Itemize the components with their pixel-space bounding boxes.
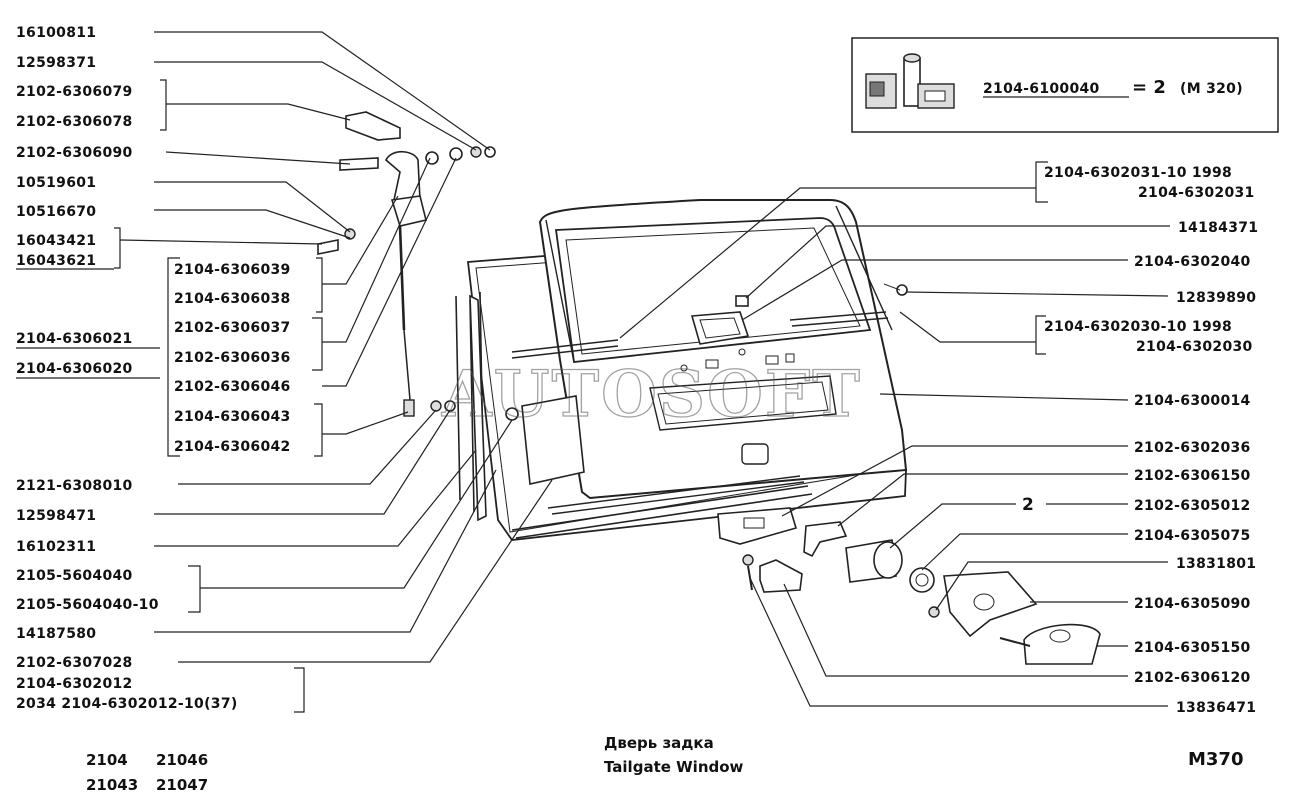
left-labels: 16100811 12598371 2102-6306079 2102-6306… xyxy=(16,25,291,712)
title-russian: Дверь задка xyxy=(604,734,714,752)
part-label-2104-6302040: 2104-6302040 xyxy=(1134,254,1251,270)
watermark: AUTOSOFT xyxy=(441,357,862,432)
part-label-2102-6306046: 2102-6306046 xyxy=(174,379,291,395)
sheet-number: M370 xyxy=(1188,749,1244,770)
title-english: Tailgate Window xyxy=(604,758,744,776)
part-label-2104-6306042: 2104-6306042 xyxy=(174,439,291,455)
part-label-2102-6306079: 2102-6306079 xyxy=(16,84,133,100)
part-label-2121-6308010: 2121-6308010 xyxy=(16,478,133,494)
right-labels: 2104-6302031-10 1998 2104-6302031 141843… xyxy=(1022,165,1258,716)
part-label-2102-6306090: 2102-6306090 xyxy=(16,145,133,161)
part-label-2102-6306036: 2102-6306036 xyxy=(174,350,291,366)
part-label-14184371: 14184371 xyxy=(1178,220,1258,236)
kit-parts-illustration xyxy=(865,53,955,109)
model-21047: 21047 xyxy=(156,776,208,794)
part-label-2102-6305012: 2102-6305012 xyxy=(1134,498,1251,514)
part-label-2104-6305090: 2104-6305090 xyxy=(1134,596,1251,612)
leader-lines xyxy=(119,31,1170,707)
part-label-2104-6306020: 2104-6306020 xyxy=(16,361,133,377)
part-label-16100811: 16100811 xyxy=(16,25,96,41)
footer: 2104 21046 21043 21047 Дверь задка Tailg… xyxy=(86,734,1244,794)
part-label-16102311: 16102311 xyxy=(16,539,96,555)
part-label-2102-6306120: 2102-6306120 xyxy=(1134,670,1251,686)
model-21046: 21046 xyxy=(156,751,208,769)
kit-box: 2104-6100040 = 2 (M 320) xyxy=(851,37,1279,133)
part-label-2104-6305075: 2104-6305075 xyxy=(1134,528,1251,544)
part-label-2102-6302036: 2102-6302036 xyxy=(1134,440,1251,456)
part-label-2102-6306078: 2102-6306078 xyxy=(16,114,133,130)
part-label-2034-2104-6302012-10: 2034 2104-6302012-10(37) xyxy=(16,696,238,712)
part-label-2104-6300014: 2104-6300014 xyxy=(1134,393,1251,409)
part-label-12598471: 12598471 xyxy=(16,508,96,524)
kit-reference: (M 320) xyxy=(1180,81,1243,97)
model-21043: 21043 xyxy=(86,776,138,794)
part-label-2104-6302031-10: 2104-6302031-10 1998 xyxy=(1044,165,1232,181)
label-brackets xyxy=(114,79,1048,713)
part-label-2104-6306039: 2104-6306039 xyxy=(174,262,291,278)
part-label-13836471: 13836471 xyxy=(1176,700,1256,716)
part-label-2104-6302030: 2104-6302030 xyxy=(1136,339,1253,355)
part-label-2104-6306043: 2104-6306043 xyxy=(174,409,291,425)
part-label-2104-6305150: 2104-6305150 xyxy=(1134,640,1251,656)
part-label-16043621: 16043621 xyxy=(16,253,96,269)
part-label-2104-6302031: 2104-6302031 xyxy=(1138,185,1255,201)
part-label-12839890: 12839890 xyxy=(1176,290,1256,306)
part-label-12598371: 12598371 xyxy=(16,55,96,71)
model-2104: 2104 xyxy=(86,751,128,769)
part-label-2104-6302030-10: 2104-6302030-10 1998 xyxy=(1044,319,1232,335)
part-label-14187580: 14187580 xyxy=(16,626,96,642)
part-label-13831801: 13831801 xyxy=(1176,556,1256,572)
part-label-2104-6302012: 2104-6302012 xyxy=(16,676,133,692)
kit-quantity: = 2 xyxy=(1132,77,1166,98)
kit-part-number: 2104-6100040 xyxy=(983,81,1100,97)
part-label-2105-5604040-10: 2105-5604040-10 xyxy=(16,597,159,613)
part-label-2102-6306037: 2102-6306037 xyxy=(174,320,291,336)
part-label-2104-6306038: 2104-6306038 xyxy=(174,291,291,307)
callout-quantity: 2 xyxy=(1022,495,1034,515)
part-label-10516670: 10516670 xyxy=(16,204,96,220)
part-label-2104-6306021: 2104-6306021 xyxy=(16,331,133,347)
part-label-2105-5604040: 2105-5604040 xyxy=(16,568,133,584)
part-label-2102-6306150: 2102-6306150 xyxy=(1134,468,1251,484)
part-label-10519601: 10519601 xyxy=(16,175,96,191)
part-label-16043421: 16043421 xyxy=(16,233,96,249)
part-label-2102-6307028: 2102-6307028 xyxy=(16,655,133,671)
